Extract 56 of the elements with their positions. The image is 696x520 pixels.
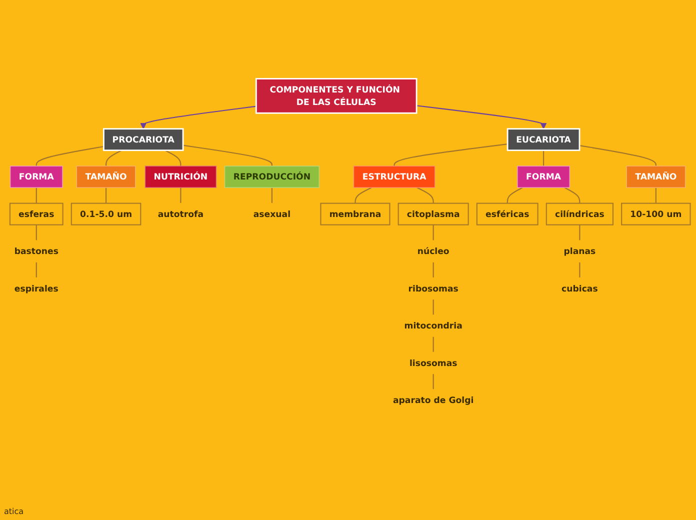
- connector: [579, 224, 580, 241]
- connector: [432, 336, 434, 352]
- connector: [36, 188, 37, 204]
- connector: [106, 188, 107, 204]
- node-box: citoplasma: [398, 202, 469, 226]
- node-box: FORMA: [10, 166, 63, 188]
- connector: [36, 146, 104, 166]
- node-box: TAMAÑO: [76, 166, 136, 188]
- node-text: planas: [564, 246, 596, 256]
- connector: [394, 144, 508, 166]
- connector: [432, 374, 434, 390]
- connector: [579, 145, 656, 166]
- node-text: asexual: [253, 209, 291, 220]
- node-box: COMPONENTES Y FUNCIÓN DE LAS CÉLULAS: [255, 78, 418, 114]
- connector: [432, 299, 434, 316]
- node-box: esferas: [9, 202, 64, 226]
- connector: [579, 262, 580, 278]
- connector: [180, 188, 182, 204]
- arrow: [416, 105, 547, 130]
- connector: [182, 144, 272, 166]
- connector: [416, 187, 434, 204]
- node-box: 0.1-5.0 um: [70, 202, 142, 226]
- node-box: NUTRICIÓN: [144, 166, 217, 188]
- node-text: aparato de Golgi: [392, 395, 474, 406]
- node-box: cilíndricas: [546, 202, 614, 226]
- connector: [36, 224, 37, 241]
- node-box: 10-100 um: [621, 202, 691, 226]
- connector: [271, 188, 272, 204]
- node-box: REPRODUCCIÓN: [224, 166, 320, 188]
- node-text: lisosomas: [409, 358, 458, 368]
- node-box: TAMAÑO: [626, 166, 686, 188]
- note-text: atica: [4, 507, 24, 516]
- node-text: núcleo: [417, 246, 450, 256]
- node-text: autotrofa: [158, 209, 204, 220]
- connector: [106, 150, 122, 166]
- node-text: ribosomas: [408, 284, 458, 294]
- connector: [506, 187, 523, 204]
- node-box: ESTRUCTURA: [353, 166, 436, 188]
- connector: [432, 224, 434, 241]
- connector: [543, 150, 544, 166]
- connector: [564, 187, 580, 204]
- node-text: cubicas: [562, 284, 598, 294]
- connector: [655, 188, 656, 204]
- connector: [354, 187, 372, 204]
- arrow: [140, 106, 256, 130]
- node-text: bastones: [14, 246, 58, 256]
- node-box: FORMA: [517, 166, 570, 188]
- node-box: EUCARIOTA: [506, 128, 580, 152]
- connector: [36, 262, 37, 278]
- connector: [164, 150, 182, 166]
- node-text: espirales: [14, 284, 58, 294]
- connector: [432, 262, 434, 278]
- node-box: esféricas: [476, 202, 538, 226]
- node-box: PROCARIOTA: [103, 128, 184, 152]
- node-text: mitocondria: [404, 320, 462, 331]
- node-box: membrana: [320, 202, 390, 226]
